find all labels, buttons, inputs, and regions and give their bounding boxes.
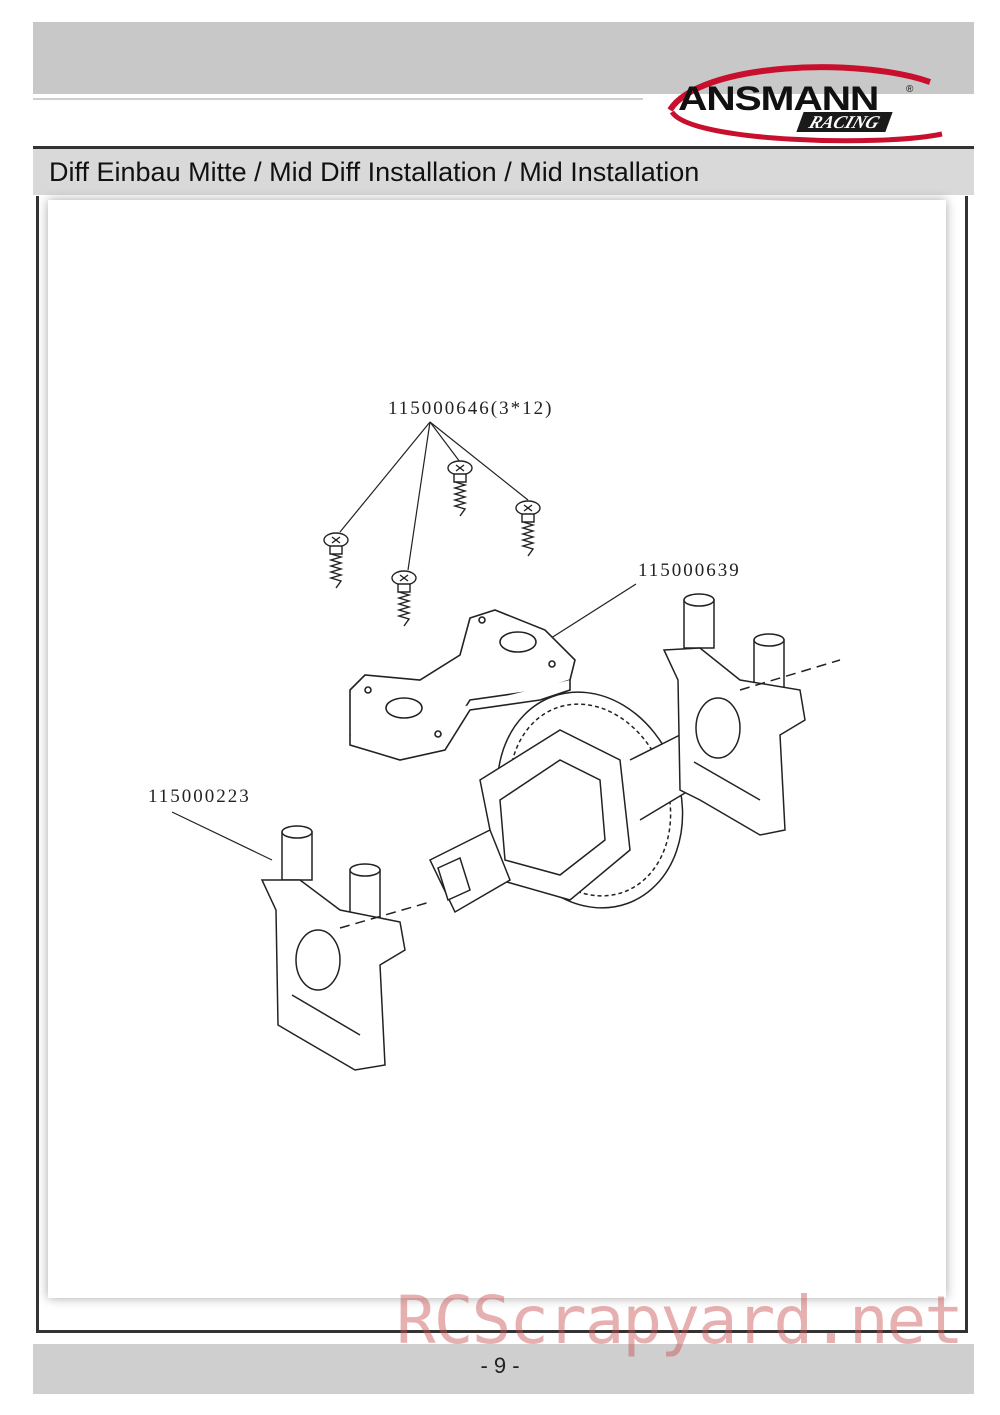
screw-icon — [515, 500, 541, 557]
content-panel — [48, 200, 946, 1298]
mount-plate-part — [349, 609, 576, 761]
footer-band — [33, 1344, 974, 1394]
label-diff-holder: 115000223 — [148, 786, 251, 807]
logo-swoosh-icon — [667, 64, 943, 144]
header-band — [33, 22, 974, 94]
label-mount-plate: 115000639 — [638, 560, 741, 581]
logo-brand-text: ANSMANN — [678, 80, 879, 118]
label-screws: 115000646(3*12) — [388, 398, 553, 419]
screw-icon — [391, 570, 417, 627]
screw-leader-lines — [171, 421, 637, 861]
content-frame — [36, 196, 968, 1330]
differential-part — [429, 691, 691, 914]
header-divider — [33, 98, 643, 100]
page-title: Diff Einbau Mitte / Mid Diff Installatio… — [49, 157, 700, 187]
diff-holder-left-part — [260, 825, 431, 1071]
screws-group — [323, 460, 541, 627]
page-number: - 9 - — [480, 1353, 520, 1378]
diff-holder-right-part — [662, 593, 841, 836]
registered-mark-icon: ® — [906, 84, 914, 95]
footer-divider — [36, 1330, 968, 1333]
screw-icon — [447, 460, 473, 517]
ansmann-racing-logo: ANSMANN ® RACING — [660, 62, 950, 152]
screw-icon — [323, 532, 349, 589]
section-title-bar: Diff Einbau Mitte / Mid Diff Installatio… — [33, 146, 974, 195]
watermark: RCScrapyard.net — [396, 1282, 964, 1359]
